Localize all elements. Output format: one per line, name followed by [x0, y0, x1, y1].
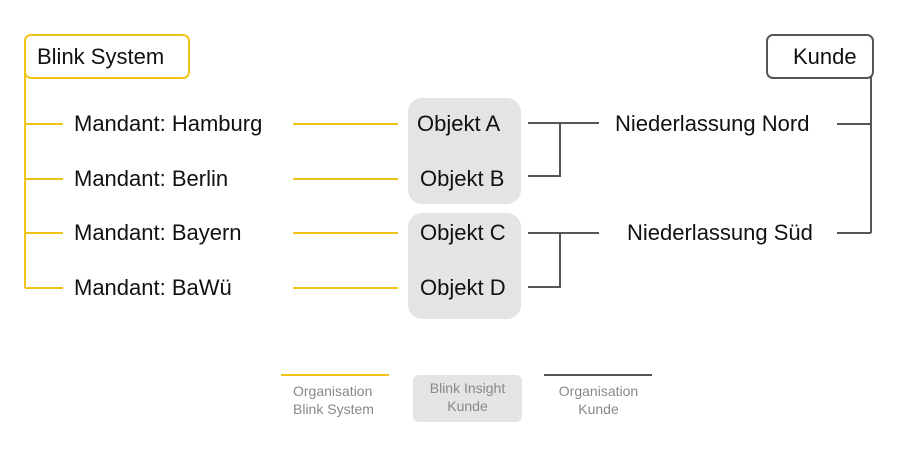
- bracket-sued-join: [528, 233, 561, 288]
- mandant-hamburg: Mandant: Hamburg: [74, 111, 263, 136]
- objekt-c: Objekt C: [420, 220, 506, 245]
- kunde-label: Kunde: [793, 44, 857, 69]
- objekt-d: Objekt D: [420, 275, 506, 300]
- kunde-root: Kunde: [766, 34, 874, 79]
- blink-system-root: Blink System: [24, 34, 190, 79]
- legend-insight-line1: Blink Insight: [429, 380, 506, 396]
- objekt-a: Objekt A: [417, 111, 501, 136]
- legend-org-blink-line2: Blink System: [293, 401, 374, 417]
- legend-insight: Blink Insight Kunde: [413, 379, 522, 415]
- niederlassung-nord: Niederlassung Nord: [615, 111, 810, 136]
- legend-insight-line2: Kunde: [447, 398, 488, 414]
- legend-org-blink: Organisation Blink System: [293, 382, 374, 418]
- objekt-group-ab: [408, 98, 521, 204]
- mandant-bayern: Mandant: Bayern: [74, 220, 242, 245]
- niederlassung-sued: Niederlassung Süd: [627, 220, 813, 245]
- mandant-bawue: Mandant: BaWü: [74, 275, 232, 300]
- bracket-nord-join: [528, 123, 561, 177]
- legend-org-kunde-line1: Organisation: [558, 383, 639, 399]
- blink-system-label: Blink System: [37, 44, 165, 69]
- objekt-group-cd: [408, 213, 521, 319]
- legend-org-blink-line1: Organisation: [293, 383, 373, 399]
- legend-org-kunde: Organisation Kunde: [544, 382, 653, 418]
- legend-org-kunde-line2: Kunde: [578, 401, 619, 417]
- mandant-berlin: Mandant: Berlin: [74, 166, 229, 191]
- objekt-b: Objekt B: [420, 166, 505, 191]
- legend-insight-swatch: [413, 375, 522, 422]
